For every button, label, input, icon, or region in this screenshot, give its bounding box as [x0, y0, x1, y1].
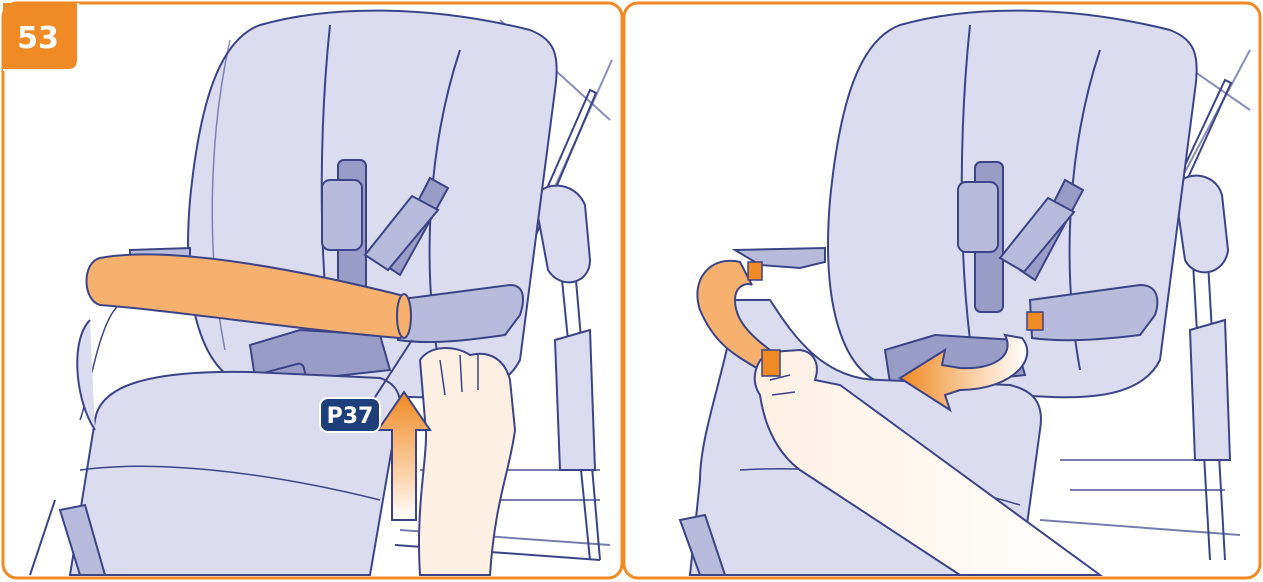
step-number-label: 53	[17, 21, 59, 56]
page-reference-label: P37	[327, 404, 374, 429]
step-number-badge: 53	[3, 3, 78, 70]
panel-right	[624, 3, 1260, 578]
panel-left: P37	[3, 3, 622, 578]
page-reference-badge: P37	[320, 398, 380, 432]
